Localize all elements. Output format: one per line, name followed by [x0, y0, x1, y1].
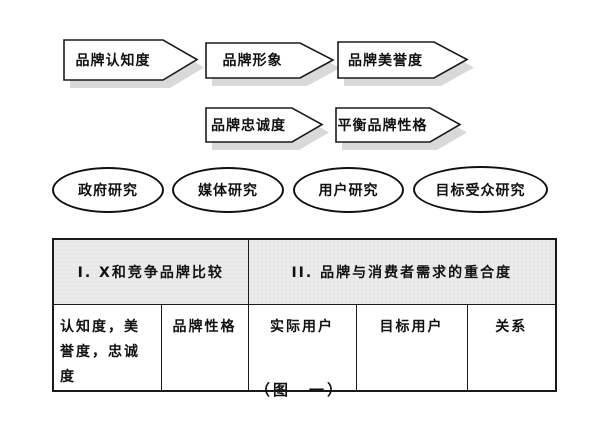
right-arrow-shape-icon	[337, 41, 474, 86]
right-arrow-shape-icon	[205, 42, 340, 86]
arrow-label: 平衡品牌性格	[337, 117, 428, 134]
header-cell-competition-compare: I. X和竞争品牌比较	[52, 238, 249, 305]
cell-target-users: 目标用户	[355, 303, 468, 392]
arrow-brand-reputation: 品牌美誉度	[337, 41, 477, 88]
arrow-label: 品牌形象	[222, 53, 283, 69]
table-body-row: 认知度，美誉度，忠诚度 品牌性格 实际用户 目标用户 关系	[52, 303, 557, 392]
right-arrow-shape-icon	[205, 107, 329, 150]
ellipse-government-research: 政府研究	[52, 167, 164, 213]
arrow-brand-awareness: 品牌认知度	[63, 39, 207, 90]
arrow-label: 品牌美誉度	[348, 52, 423, 69]
ellipse-target-audience-research: 目标受众研究	[413, 166, 548, 213]
comparison-table: I. X和竞争品牌比较 II. 品牌与消费者需求的重合度 认知度，美誉度，忠诚度…	[52, 238, 558, 393]
arrow-brand-image: 品牌形象	[205, 42, 343, 88]
arrow-label: 品牌忠诚度	[211, 117, 286, 134]
right-arrow-shape-icon	[63, 39, 204, 88]
figure-caption: （图 一）	[254, 381, 345, 399]
ellipse-label: 政府研究	[78, 183, 138, 199]
arrow-brand-loyalty: 品牌忠诚度	[205, 107, 332, 152]
ellipse-label: 用户研究	[318, 183, 379, 199]
header-cell-consumer-overlap: II. 品牌与消费者需求的重合度	[247, 238, 557, 305]
cell-relationship: 关系	[466, 303, 557, 392]
ellipse-user-research: 用户研究	[293, 167, 404, 213]
ellipse-label: 媒体研究	[198, 183, 258, 199]
cell-awareness-reputation-loyalty: 认知度，美誉度，忠诚度	[52, 303, 162, 392]
ellipse-media-research: 媒体研究	[172, 167, 284, 213]
ellipse-label: 目标受众研究	[435, 182, 526, 199]
cell-actual-users: 实际用户	[247, 303, 357, 392]
table-header-row: I. X和竞争品牌比较 II. 品牌与消费者需求的重合度	[52, 238, 557, 305]
right-arrow-shape-icon	[335, 107, 467, 150]
arrow-balanced-brand-character: 平衡品牌性格	[335, 107, 470, 152]
arrow-label: 品牌认知度	[75, 52, 151, 69]
cell-brand-character: 品牌性格	[160, 303, 249, 392]
